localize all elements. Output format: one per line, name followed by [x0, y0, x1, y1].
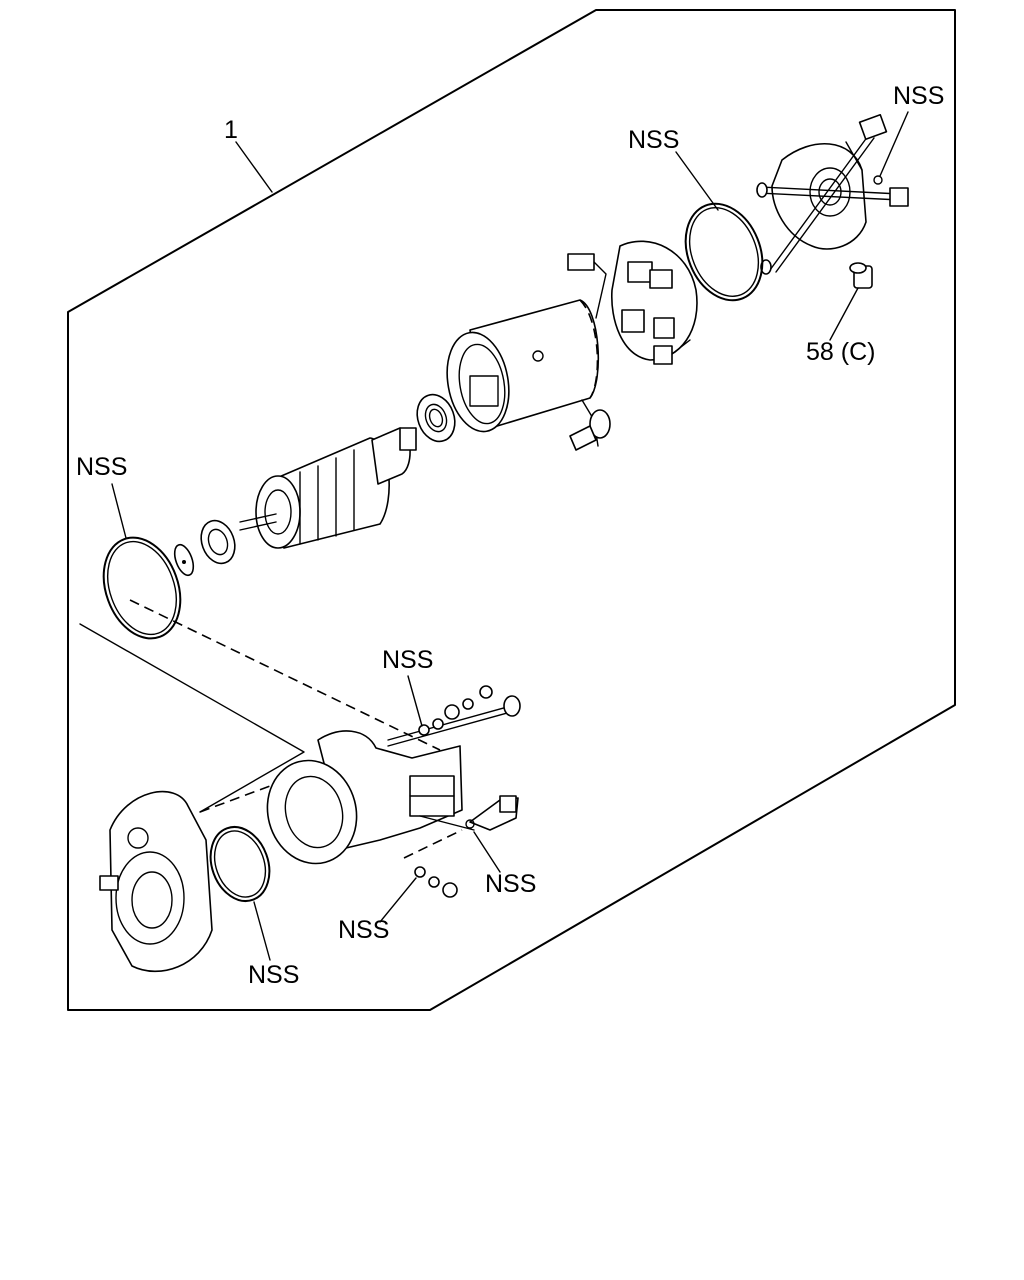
callout-nss-washer: NSS: [893, 82, 944, 110]
leader-lines: [111, 111, 909, 961]
spacer-washer: [173, 543, 195, 577]
part-58-fitting: [849, 262, 873, 289]
callout-58c: 58 (C): [806, 338, 875, 366]
callout-nss-bracket-washer: NSS: [485, 870, 536, 898]
yoke-o-ring: [102, 536, 182, 640]
rear-cover-o-ring: [684, 202, 764, 302]
front-bearing: [200, 519, 236, 565]
solenoid-housing: [266, 695, 521, 865]
brush-holder: [567, 240, 698, 365]
yoke-field-frame: [446, 299, 600, 433]
drive-end-housing: [99, 790, 213, 973]
callout-nss-lower-washer: NSS: [338, 916, 389, 944]
armature: [239, 427, 417, 549]
callout-assembly-1: 1: [224, 116, 238, 144]
through-bolt-washer: [873, 175, 883, 185]
rear-bearing: [416, 393, 456, 443]
alignment-line: [79, 623, 305, 813]
field-terminal-lead: [569, 399, 611, 451]
callout-nss-rear-oring: NSS: [628, 126, 679, 154]
terminal-hardware: [418, 685, 493, 736]
callout-nss-yoke-oring: NSS: [76, 453, 127, 481]
callout-nss-housing-oring: NSS: [248, 961, 299, 989]
lower-nut-set: [414, 866, 458, 898]
callout-nss-terminal-washer: NSS: [382, 646, 433, 674]
through-bolts: [756, 113, 909, 275]
assembly-boundary: [67, 9, 956, 1011]
housing-o-ring: [209, 826, 271, 902]
terminal-bracket: [465, 795, 519, 831]
